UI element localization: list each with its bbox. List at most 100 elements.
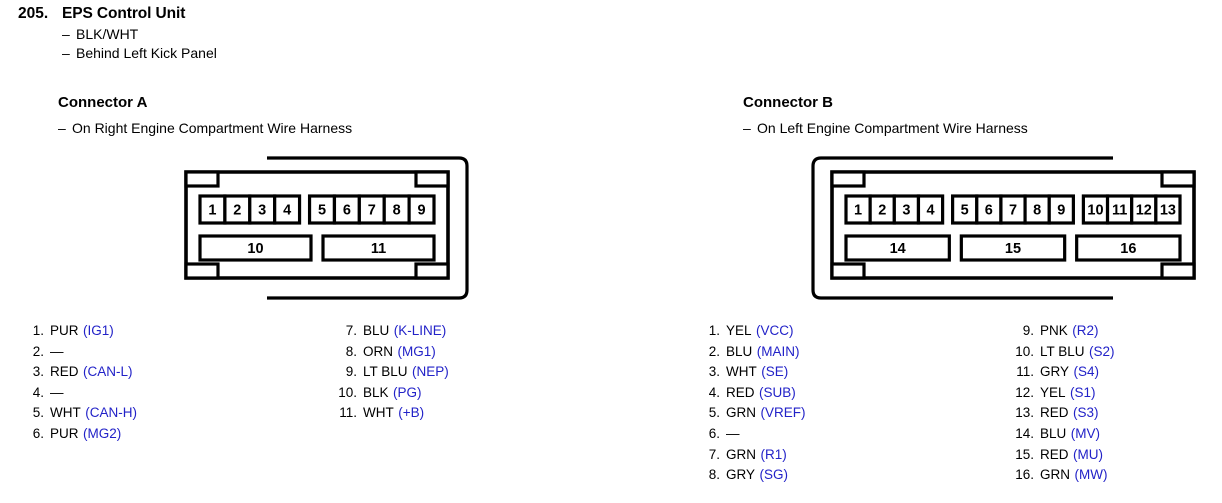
- pin-number: 8.: [345, 343, 357, 359]
- pin-list-item: 6. —: [696, 424, 806, 445]
- bullet-dash-icon: –: [62, 45, 70, 61]
- header-detail-line-2: –Behind Left Kick Panel: [62, 45, 618, 61]
- pin-wire-color: RED: [1040, 446, 1069, 462]
- pin-cell-label: 1: [208, 203, 216, 219]
- pin-signal-name: (MAIN): [756, 343, 800, 359]
- pin-cell-label: 10: [1087, 203, 1103, 219]
- pin-signal-name: (K-LINE): [393, 323, 447, 338]
- pin-number: 4.: [708, 384, 720, 400]
- connector-a-heading: Connector A: [58, 94, 148, 111]
- pin-list-item: 8.GRY(SG): [696, 465, 806, 486]
- pin-list-item: 16.GRN(MW): [1010, 465, 1115, 486]
- page-title: 205. EPS Control Unit: [18, 5, 618, 23]
- pin-list-item: 4.RED(SUB): [696, 383, 806, 404]
- pin-number: 1.: [32, 323, 44, 338]
- pin-cell-label: 11: [1112, 203, 1127, 219]
- connector-b-section: Connector B –On Left Engine Compartment …: [680, 0, 1222, 503]
- pin-number: 8.: [708, 467, 720, 483]
- pin-signal-name: (MW): [1074, 467, 1108, 483]
- pin-cell-label: 2: [233, 203, 241, 219]
- pin-cell-14: [844, 234, 951, 262]
- connector-a-shell-outline: [267, 156, 469, 300]
- pin-list-item: 3.RED(CAN-L): [20, 362, 137, 383]
- connector-a-section: Connector A –On Right Engine Compartment…: [20, 94, 482, 445]
- pin-cell-4: [916, 194, 945, 225]
- pin-cell-label: 15: [1005, 241, 1021, 257]
- pin-number: 12.: [1015, 384, 1034, 400]
- pin-cell-label: 11: [371, 241, 386, 257]
- pin-wire-color: GRN: [726, 405, 756, 421]
- pin-list-item: 10.BLK(PG): [333, 383, 449, 404]
- pin-number: 15.: [1015, 446, 1034, 462]
- connector-a-subheading-text: On Right Engine Compartment Wire Harness: [72, 120, 353, 136]
- pin-wire-color: RED: [1040, 405, 1069, 421]
- pin-wire-color: GRN: [726, 446, 756, 462]
- pin-list-item: 10.LT BLU(S2): [1010, 342, 1114, 363]
- pin-list-item: 4.—: [20, 383, 137, 404]
- connector-b-pin-list-left: 1.YEL(VCC)2.BLU(MAIN)3.WHT(SE)4.RED(SUB)…: [696, 321, 806, 486]
- pin-cell-label: 2: [878, 203, 886, 219]
- pin-number: 11.: [339, 405, 357, 421]
- connector-b-notch-bottom-left: [830, 262, 866, 280]
- pin-list-item: 11.GRY(S4): [1010, 362, 1115, 383]
- pin-cell-label: 8: [393, 203, 401, 219]
- pin-cell-label: 16: [1120, 241, 1136, 257]
- pin-cell-label: 9: [418, 203, 426, 219]
- pin-cell-label: 4: [926, 203, 934, 219]
- connector-a-notch-bottom-right: [414, 262, 450, 280]
- pin-number: 2.: [32, 343, 44, 359]
- pin-number: 7.: [708, 446, 720, 462]
- pin-number: 5.: [708, 405, 720, 421]
- pin-wire-color: BLU: [363, 323, 390, 338]
- pin-signal-name: (IG1): [83, 323, 114, 338]
- pin-signal-name: (+B): [398, 405, 425, 421]
- pin-cell-label: 5: [961, 203, 969, 219]
- pin-cell-16: [1075, 234, 1182, 262]
- pin-list-item: 1.PUR(IG1): [20, 321, 137, 342]
- pin-wire-color: GRN: [1040, 467, 1070, 483]
- pin-wire-color: YEL: [726, 323, 752, 338]
- pin-number: 6.: [708, 425, 720, 441]
- connector-b-shell-outline: [811, 156, 1113, 300]
- pin-list-item: 15. RED(MU): [1010, 445, 1115, 466]
- pin-cell-label: 6: [985, 203, 993, 219]
- pin-cell-label: 9: [1057, 203, 1065, 219]
- pin-wire-color: BLK: [363, 384, 389, 400]
- pin-signal-name: (S3): [1073, 405, 1099, 421]
- pin-list-item: 7.GRN(R1): [696, 445, 806, 466]
- pin-cell-label: 3: [902, 203, 910, 219]
- pin-list-item: 6.PUR(MG2): [20, 424, 137, 445]
- connector-b-notch-bottom-right: [1160, 262, 1196, 280]
- pin-signal-name: (MU): [1073, 446, 1104, 462]
- pin-number: 5.: [32, 405, 44, 421]
- pin-wire-color: PNK: [1040, 323, 1068, 338]
- header-detail-text: BLK/WHT: [76, 26, 139, 42]
- pin-signal-name: (S4): [1073, 364, 1100, 380]
- bullet-dash-icon: –: [58, 120, 66, 136]
- pin-signal-name: (NEP): [412, 364, 449, 380]
- pin-signal-name: (CAN-H): [85, 405, 137, 421]
- pin-number: 7.: [345, 323, 357, 338]
- pin-number: 13.: [1015, 405, 1034, 421]
- pin-list-item: 5.WHT(CAN-H): [20, 403, 137, 424]
- connector-a-notch-top-left: [184, 170, 220, 188]
- pin-wire-color: LT BLU: [363, 364, 408, 380]
- pin-signal-name: (R2): [1072, 323, 1099, 338]
- pin-wire-color: RED: [50, 364, 79, 380]
- pin-signal-name: (MG1): [397, 343, 436, 359]
- pin-cell-label: 7: [368, 203, 376, 219]
- pin-number: 10.: [1015, 343, 1034, 359]
- section-title: EPS Control Unit: [62, 5, 186, 22]
- pin-cell-11: [321, 234, 436, 262]
- pin-wire-color: WHT: [726, 364, 757, 380]
- pin-wire-color: —: [726, 425, 740, 441]
- pin-cell-label: 1: [854, 203, 862, 219]
- pin-list-item: 9.PNK(R2): [1010, 321, 1115, 342]
- pin-list-item: 9.LT BLU(NEP): [333, 362, 449, 383]
